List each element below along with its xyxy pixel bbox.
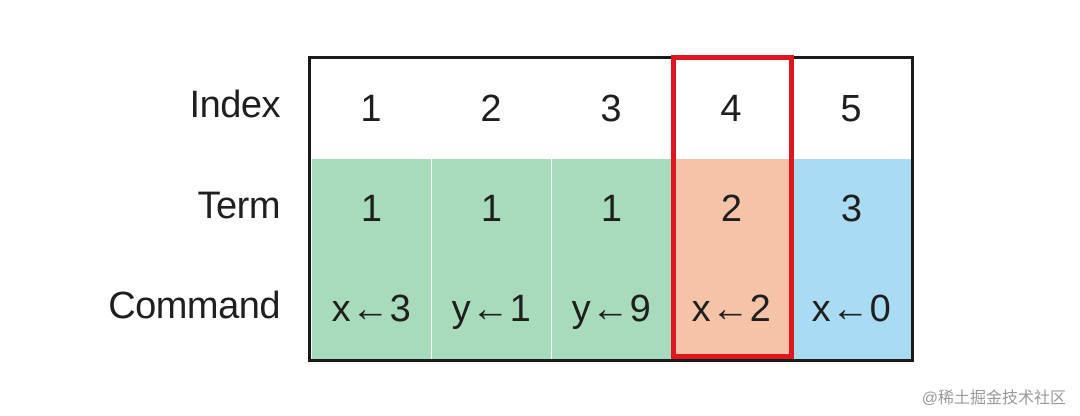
log-entry: 3 x←0 — [791, 159, 911, 359]
command-cell: x←3 — [331, 287, 412, 330]
log-entry: 1 x←3 — [311, 159, 431, 359]
log-table: 1 2 3 4 5 1 x←3 1 y←1 1 y←9 2 x←2 3 x←0 — [308, 56, 914, 362]
log-entry: 2 x←2 — [671, 159, 791, 359]
command-cell: y←1 — [451, 287, 532, 330]
term-cell: 2 — [720, 187, 743, 230]
term-cell: 3 — [840, 187, 863, 230]
command-cell: y←9 — [571, 287, 652, 330]
term-cell: 1 — [360, 187, 383, 230]
index-cell: 1 — [311, 59, 431, 159]
log-entry: 1 y←9 — [551, 159, 671, 359]
command-cell: x←0 — [811, 287, 892, 330]
log-entry: 1 y←1 — [431, 159, 551, 359]
index-cell: 4 — [671, 59, 791, 159]
index-cell: 5 — [791, 59, 911, 159]
index-cell: 2 — [431, 59, 551, 159]
row-label-index: Index — [189, 84, 281, 126]
watermark: @稀土掘金技术社区 — [921, 390, 1066, 407]
term-cell: 1 — [480, 187, 503, 230]
row-label-command: Command — [108, 285, 280, 327]
row-label-term: Term — [197, 185, 281, 227]
index-cell: 3 — [551, 59, 671, 159]
term-cell: 1 — [600, 187, 623, 230]
command-cell: x←2 — [691, 287, 772, 330]
